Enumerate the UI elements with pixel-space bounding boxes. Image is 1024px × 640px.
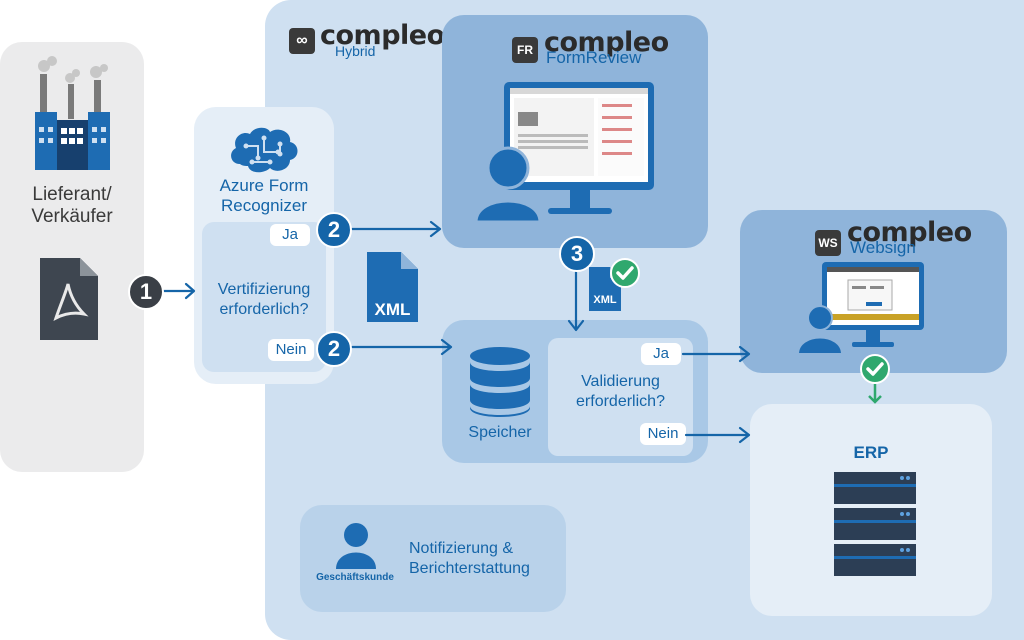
formreview-brand: compleo <box>544 27 669 58</box>
check-icon-erp <box>860 354 890 404</box>
formreview-monitor-icon <box>474 82 654 224</box>
formreview-product: FormReview <box>546 48 642 67</box>
step-2-bottom-badge: 2 <box>316 331 352 367</box>
database-icon <box>470 347 530 417</box>
websign-monitor-icon <box>796 262 924 354</box>
step-1-badge: 1 <box>128 274 164 310</box>
formreview-logo-badge: FR <box>512 37 538 63</box>
azure-question-line1: Vertifizierung <box>217 281 311 298</box>
supplier-label-line1: Lieferant/ <box>32 184 112 205</box>
azure-title-line2: Recognizer <box>221 196 307 215</box>
storage-yes-label: Ja <box>641 343 681 365</box>
xml-file-label: XML <box>374 300 411 319</box>
storage-label: Speicher <box>468 424 532 441</box>
user-icon <box>336 523 376 569</box>
step-3-badge: 3 <box>559 236 595 272</box>
notification-line1: Notifizierung & <box>409 540 514 557</box>
supplier-label-line2: Verkäufer <box>31 206 113 227</box>
azure-yes-label: Ja <box>270 224 310 246</box>
infinity-logo-icon: ∞ <box>289 28 315 54</box>
notification-role: Geschäftskunde <box>316 572 394 583</box>
azure-no-label: Nein <box>268 339 314 361</box>
server-rack-icon <box>834 472 916 576</box>
step-2-top-badge: 2 <box>316 212 352 248</box>
erp-label: ERP <box>853 443 889 462</box>
storage-question-line2: erforderlich? <box>576 393 665 410</box>
azure-question-line2: erforderlich? <box>219 301 309 318</box>
check-icon <box>610 258 640 288</box>
pdf-file-icon <box>40 258 98 340</box>
storage-question-line1: Validierung <box>581 373 660 390</box>
storage-no-label: Nein <box>640 423 686 445</box>
xml-small-file-label: XML <box>593 294 617 306</box>
factory-icon <box>35 56 110 170</box>
xml-file-icon <box>367 252 418 322</box>
hybrid-brand: compleo <box>320 20 445 51</box>
websign-brand: compleo <box>847 217 972 248</box>
websign-product: Websign <box>850 238 916 257</box>
azure-title-line1: Azure Form <box>219 176 309 195</box>
notification-line2: Berichterstattung <box>409 560 530 577</box>
brain-icon <box>231 127 298 173</box>
websign-logo-badge: WS <box>815 230 841 256</box>
hybrid-product: Hybrid <box>335 43 376 59</box>
